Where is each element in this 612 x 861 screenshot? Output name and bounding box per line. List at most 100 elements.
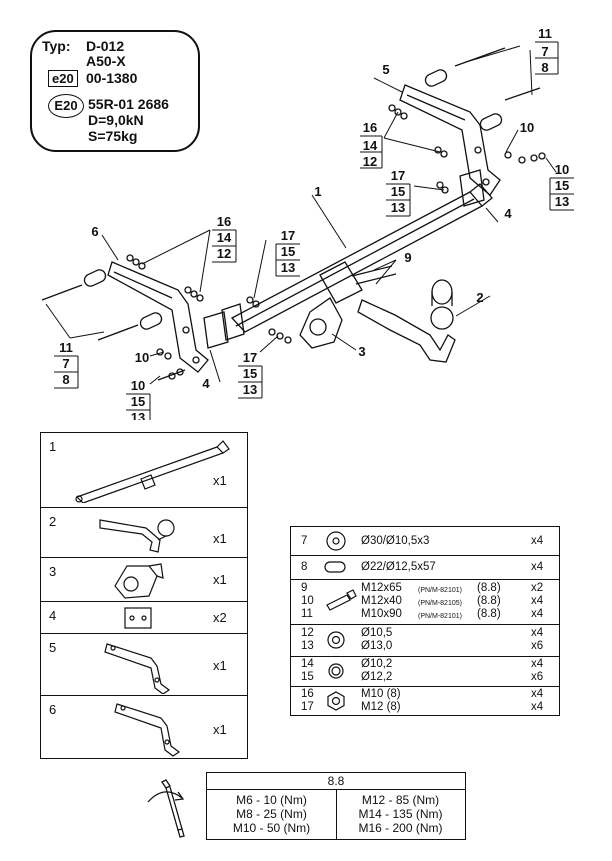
callout-7-left: 7: [62, 356, 69, 371]
hw-standard: (PN/M-82101): [418, 587, 462, 594]
callout-10-left-top: 10: [135, 350, 149, 365]
hw-number: 10: [301, 595, 314, 607]
hw-description: M10 (8): [361, 688, 401, 700]
hw-quantity: x6: [531, 640, 544, 652]
hw-number: 7: [301, 535, 308, 547]
right-bracket-thumbnail: [104, 643, 171, 694]
hw-description: Ø30/Ø10,5x3: [361, 535, 430, 547]
torque-right: M12 - 85 (Nm): [361, 793, 440, 807]
callout-13-right-b: 13: [391, 200, 405, 215]
left-bracket-thumbnail: [114, 703, 181, 757]
hw-quantity: x4: [531, 627, 544, 639]
hw-quantity: x4: [531, 658, 544, 670]
hw-description: Ø10,5: [361, 627, 393, 639]
callout-11-right: 11: [538, 26, 552, 41]
hex-nut-icon: [327, 691, 345, 711]
spring-washer-icon: [328, 663, 344, 679]
hw-grade: (8.8): [477, 582, 501, 594]
callout-7-right: 7: [541, 44, 548, 59]
hw-description: Ø13,0: [361, 640, 393, 652]
hw-number: 15: [301, 671, 314, 683]
callout-16-right: 16: [363, 120, 377, 135]
torque-right: M14 - 135 (Nm): [358, 807, 443, 821]
hw-number: 8: [301, 561, 308, 573]
type-approval-box: Typ: D-012 A50-X e20 00-1380 E20 55R-01 …: [30, 30, 200, 152]
hw-number: 12: [301, 627, 314, 639]
callout-15-left-b: 15: [131, 394, 145, 409]
callout-15-left-c: 15: [243, 366, 257, 381]
exploded-assembly-drawing: 11 7 8 5 16 14 12 10 10 15 13 17 15 13 4…: [41, 26, 574, 420]
callout-11-left: 11: [59, 340, 73, 355]
part-row-left-bracket: 6 x1: [41, 695, 247, 759]
hw-description: Ø22/Ø12,5x57: [361, 561, 436, 573]
hw-grade: (8.8): [477, 608, 501, 620]
callout-5: 5: [382, 62, 389, 77]
part-quantity: x1: [213, 572, 227, 587]
hw-description: M10x90: [361, 608, 402, 620]
part-number: 3: [49, 564, 57, 579]
hw-number: 17: [301, 701, 314, 713]
callout-10-right-top: 10: [520, 120, 534, 135]
callout-4-left: 4: [202, 376, 210, 391]
callout-15-left: 15: [281, 244, 295, 259]
callout-12-left: 12: [217, 246, 231, 261]
part-number: 4: [49, 608, 57, 623]
hw-quantity: x4: [531, 701, 544, 713]
hw-number: 9: [301, 582, 308, 594]
torque-wrench-icon: [147, 779, 185, 838]
callout-16-left: 16: [217, 214, 231, 229]
hw-description: M12x65: [361, 582, 402, 594]
hw-quantity: x4: [531, 535, 544, 547]
hw-description: Ø10,2: [361, 658, 393, 670]
hw-quantity: x4: [531, 561, 544, 573]
torque-left: M6 - 10 (Nm): [236, 793, 307, 807]
callout-13-left-b: 13: [131, 410, 145, 420]
s-value: S=75kg: [88, 128, 138, 144]
callout-17-left: 17: [281, 228, 295, 243]
torque-left: M8 - 25 (Nm): [236, 807, 307, 821]
part-quantity: x1: [213, 722, 227, 737]
callout-10-left: 10: [131, 378, 145, 393]
callout-9: 9: [404, 250, 411, 265]
hw-description: M12 (8): [361, 701, 401, 713]
e20-small-badge: e20: [48, 70, 78, 87]
washer-large-icon: [326, 531, 346, 551]
callout-6: 6: [91, 224, 98, 239]
callout-10-right: 10: [555, 162, 569, 177]
part-row-right-bracket: 5 x1: [41, 633, 247, 696]
callout-15-right-b: 15: [391, 184, 405, 199]
crossbar-drawing: [230, 183, 493, 333]
right-nuts: [388, 104, 546, 194]
hw-number: 16: [301, 688, 314, 700]
typ-value: D-012: [86, 38, 125, 54]
crossbar-thumbnail: [75, 440, 230, 503]
callout-1: 1: [314, 184, 321, 199]
callout-13-left: 13: [281, 260, 295, 275]
callout-17-left-b: 17: [243, 350, 257, 365]
part-quantity: x1: [213, 473, 227, 488]
torque-grade: 8.8: [327, 774, 345, 788]
towball-arm-drawing: [357, 279, 456, 363]
torque-left: M10 - 50 (Nm): [232, 821, 311, 835]
part-quantity: x1: [213, 658, 227, 673]
part-number: 5: [49, 640, 57, 655]
part-number: 2: [49, 514, 57, 529]
hw-quantity: x4: [531, 608, 544, 620]
callout-14-left: 14: [217, 230, 232, 245]
e20-large-oval: E20: [48, 94, 84, 118]
hw-grade: (8.8): [477, 595, 501, 607]
hw-description: Ø12,2: [361, 671, 393, 683]
hw-quantity: x6: [531, 671, 544, 683]
towball-thumbnail: [99, 519, 175, 553]
torque-right: M16 - 200 (Nm): [358, 821, 443, 835]
spacer-tube-icon: [324, 561, 346, 573]
part-row-towball: 2 x1: [41, 507, 247, 558]
left-bracket-drawing: [107, 261, 209, 373]
socket-plate-thumbnail: [114, 563, 164, 599]
part-row-socket-plate: 3 x1: [41, 557, 247, 602]
hw-number: 13: [301, 640, 314, 652]
callout-13-left-c: 13: [243, 382, 257, 397]
parts-list-table: 1 x1 2 x1 3 x1 4: [40, 432, 248, 759]
callout-15-right: 15: [555, 178, 569, 193]
right-bracket-drawing: [399, 84, 501, 196]
